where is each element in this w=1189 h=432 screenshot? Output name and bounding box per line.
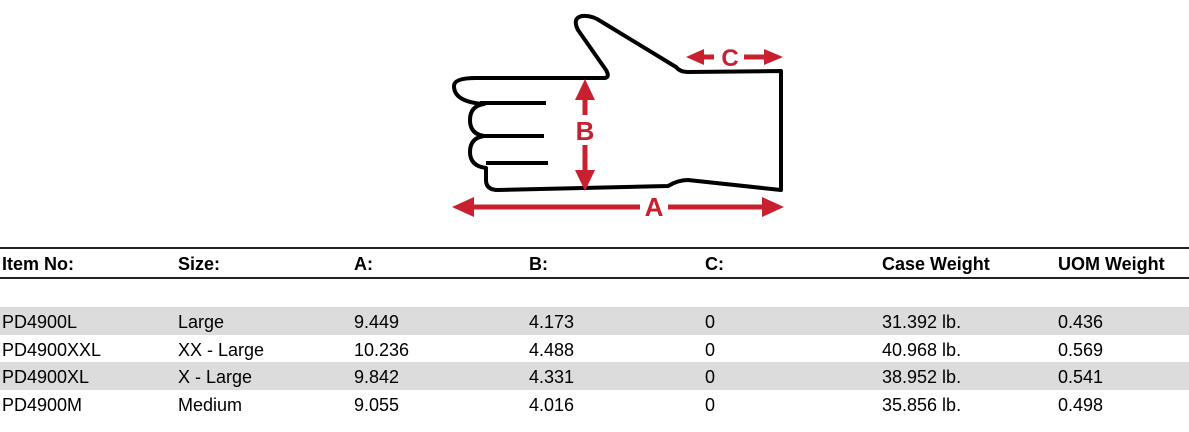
header-item-no: Item No: [2, 254, 74, 274]
cell-b: 4.488 [529, 340, 575, 360]
cell-uom-weight: 0.436 [1058, 312, 1104, 332]
cell-size: X - Large [178, 367, 253, 387]
cell-b: 4.331 [529, 367, 575, 387]
cell-case-weight: 31.392 lb. [882, 312, 962, 332]
header-b: B: [529, 254, 548, 274]
cell-c: 0 [705, 312, 716, 332]
header-a: A: [354, 254, 373, 274]
dimension-c-label: C [721, 45, 738, 72]
cell-case-weight: 40.968 lb. [882, 340, 962, 360]
cell-a: 10.236 [354, 340, 410, 360]
cell-c: 0 [705, 340, 716, 360]
cell-a: 9.449 [354, 312, 400, 332]
dimension-b-label: B [576, 116, 595, 146]
cell-uom-weight: 0.569 [1058, 340, 1104, 360]
cell-size: XX - Large [178, 340, 265, 360]
cell-item-no: PD4900XXL [2, 340, 102, 360]
header-c: C: [705, 254, 724, 274]
table-row: PD4900M Medium 9.055 4.016 0 35.856 lb. … [0, 390, 1189, 418]
cell-b: 4.016 [529, 395, 575, 415]
dimension-c-arrow [686, 49, 783, 65]
table-top-rule [0, 247, 1189, 249]
header-uom-weight: UOM Weight [1058, 254, 1165, 274]
glove-dimension-diagram: B A C [440, 0, 800, 230]
dimension-a-label: A [645, 192, 664, 222]
dimension-a-arrow [452, 197, 784, 217]
header-case-weight: Case Weight [882, 254, 990, 274]
cell-uom-weight: 0.498 [1058, 395, 1104, 415]
cell-item-no: PD4900M [2, 395, 83, 415]
cell-c: 0 [705, 395, 716, 415]
cell-uom-weight: 0.541 [1058, 367, 1104, 387]
table-row: PD4900L Large 9.449 4.173 0 31.392 lb. 0… [0, 307, 1189, 335]
table-row: PD4900XXL XX - Large 10.236 4.488 0 40.9… [0, 335, 1189, 363]
cell-item-no: PD4900XL [2, 367, 90, 387]
cell-c: 0 [705, 367, 716, 387]
glove-outline-icon: B A C [452, 13, 784, 222]
dimension-b-arrow [575, 79, 595, 191]
cell-b: 4.173 [529, 312, 575, 332]
cell-case-weight: 38.952 lb. [882, 367, 962, 387]
cell-size: Medium [178, 395, 243, 415]
cell-item-no: PD4900L [2, 312, 78, 332]
cell-a: 9.055 [354, 395, 400, 415]
cell-case-weight: 35.856 lb. [882, 395, 962, 415]
header-size: Size: [178, 254, 221, 274]
cell-size: Large [178, 312, 225, 332]
cell-a: 9.842 [354, 367, 400, 387]
table-row: PD4900XL X - Large 9.842 4.331 0 38.952 … [0, 362, 1189, 390]
table-header-rule [0, 277, 1189, 279]
